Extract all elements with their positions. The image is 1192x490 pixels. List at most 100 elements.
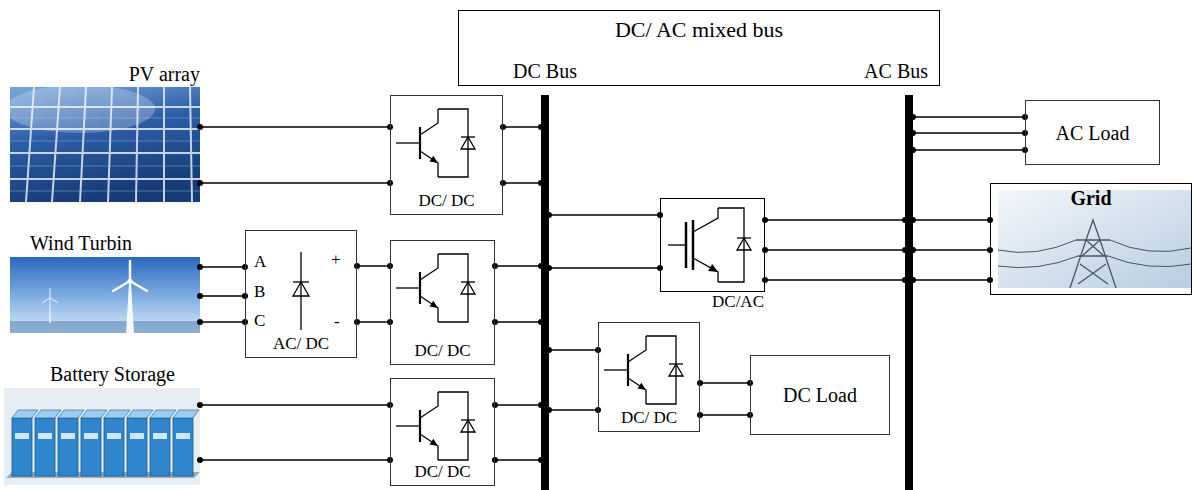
wire-conductor xyxy=(200,182,390,183)
power-wire xyxy=(546,347,601,413)
text-holder: DC/ DC xyxy=(599,408,699,428)
power-wire xyxy=(910,114,1028,153)
text-holder: AC Bus xyxy=(808,60,928,83)
junction-dot xyxy=(197,293,203,299)
power-wire xyxy=(697,380,753,418)
power-wire xyxy=(197,124,393,186)
dc-dc-converter: DC/ DC xyxy=(390,240,495,365)
junction-dot xyxy=(197,319,203,325)
wire-conductor xyxy=(913,219,990,220)
text-holder: DC/ AC mixed bus xyxy=(459,17,939,42)
wire-conductor xyxy=(200,266,245,267)
node-label: AC/ DC xyxy=(273,334,329,353)
wire-conductor xyxy=(549,214,660,215)
wire-conductor xyxy=(913,116,1025,117)
converter-symbol xyxy=(396,392,475,460)
junction-dot xyxy=(697,380,703,386)
ac-load-box: AC Load xyxy=(1025,100,1160,165)
junction-dot xyxy=(762,217,768,223)
grid-box: Grid xyxy=(990,183,1192,295)
battery-storage-source: Battery Storage xyxy=(4,388,200,485)
junction-dot xyxy=(500,180,506,186)
node-label: DC Load xyxy=(783,384,857,406)
converter-symbol xyxy=(396,109,475,177)
node-label: Wind Turbin xyxy=(30,232,132,254)
junction-dot xyxy=(197,457,203,463)
wind-turbine-picture xyxy=(10,257,200,333)
node-label: DC/ DC xyxy=(414,341,470,360)
wire-conductor xyxy=(495,459,541,460)
junction-dot xyxy=(762,247,768,253)
text-holder: Grid xyxy=(991,187,1191,210)
wire-conductor xyxy=(495,321,541,322)
wire-conductor xyxy=(200,321,245,322)
converter-symbol xyxy=(604,336,683,404)
wire-conductor xyxy=(913,132,1025,133)
power-wire xyxy=(762,217,908,283)
terminal-label: + xyxy=(331,250,341,270)
pv-array-source: PV array xyxy=(10,87,200,202)
node-label: AC Load xyxy=(1056,121,1130,143)
junction-dot xyxy=(354,263,360,269)
node-label: DC Bus xyxy=(513,60,577,82)
power-wire xyxy=(354,263,393,325)
wire-conductor xyxy=(200,126,390,127)
wire-conductor xyxy=(495,404,541,405)
diode-symbol xyxy=(293,252,309,330)
text-holder: PV array xyxy=(10,63,200,86)
terminal-label: C xyxy=(254,311,265,331)
wire-conductor xyxy=(495,265,541,266)
dc-dc-converter: DC/ DC xyxy=(390,378,495,486)
wire-conductor xyxy=(357,265,390,266)
power-wire xyxy=(546,212,663,271)
wire-conductor xyxy=(200,404,390,405)
junction-dot xyxy=(762,277,768,283)
dc-load-box: DC Load xyxy=(750,355,890,435)
junction-dot xyxy=(197,264,203,270)
junction-dot xyxy=(500,124,506,130)
power-wire xyxy=(492,402,544,463)
junction-dot xyxy=(354,319,360,325)
dc-bus-bar: DC Bus xyxy=(541,95,549,490)
power-wire xyxy=(910,217,993,283)
battery-picture xyxy=(4,388,200,485)
junction-dot xyxy=(197,180,203,186)
wire-conductor xyxy=(549,409,598,410)
text-holder: DC/ DC xyxy=(391,462,494,482)
power-wire xyxy=(197,402,393,463)
node-label: Battery Storage xyxy=(50,363,175,385)
wire-conductor xyxy=(503,182,541,183)
text-holder: DC/ DC xyxy=(391,341,494,361)
junction-dot xyxy=(197,402,203,408)
text-holder: DC/ DC xyxy=(391,191,502,211)
terminal-label: - xyxy=(334,312,340,332)
dc-dc-converter: DC/ DC xyxy=(390,95,503,215)
node-label: DC/ DC xyxy=(414,462,470,481)
power-wire xyxy=(197,264,248,325)
igbt-symbol xyxy=(668,208,751,282)
node-label: DC/ DC xyxy=(418,191,474,210)
wire-conductor xyxy=(200,459,390,460)
text-holder: DC Bus xyxy=(481,60,609,83)
node-label: AC Bus xyxy=(864,60,928,82)
text-holder: Wind Turbin xyxy=(30,232,132,255)
wire-conductor xyxy=(700,382,750,383)
text-holder: AC/ DC xyxy=(246,334,356,354)
text-holder: DC Load xyxy=(751,384,889,407)
ac-bus-bar: AC Bus xyxy=(905,95,913,490)
wire-conductor xyxy=(503,126,541,127)
junction-dot xyxy=(492,457,498,463)
junction-dot xyxy=(492,263,498,269)
text-holder: AC Load xyxy=(1026,121,1159,144)
node-label: Grid xyxy=(1070,187,1111,209)
wire-conductor xyxy=(765,279,905,280)
wire-conductor xyxy=(700,414,750,415)
wire-conductor xyxy=(913,279,990,280)
junction-dot xyxy=(697,412,703,418)
text-holder: Battery Storage xyxy=(50,363,175,386)
junction-dot xyxy=(492,402,498,408)
junction-dot xyxy=(492,319,498,325)
wire-conductor xyxy=(549,349,598,350)
wire-conductor xyxy=(200,295,245,296)
